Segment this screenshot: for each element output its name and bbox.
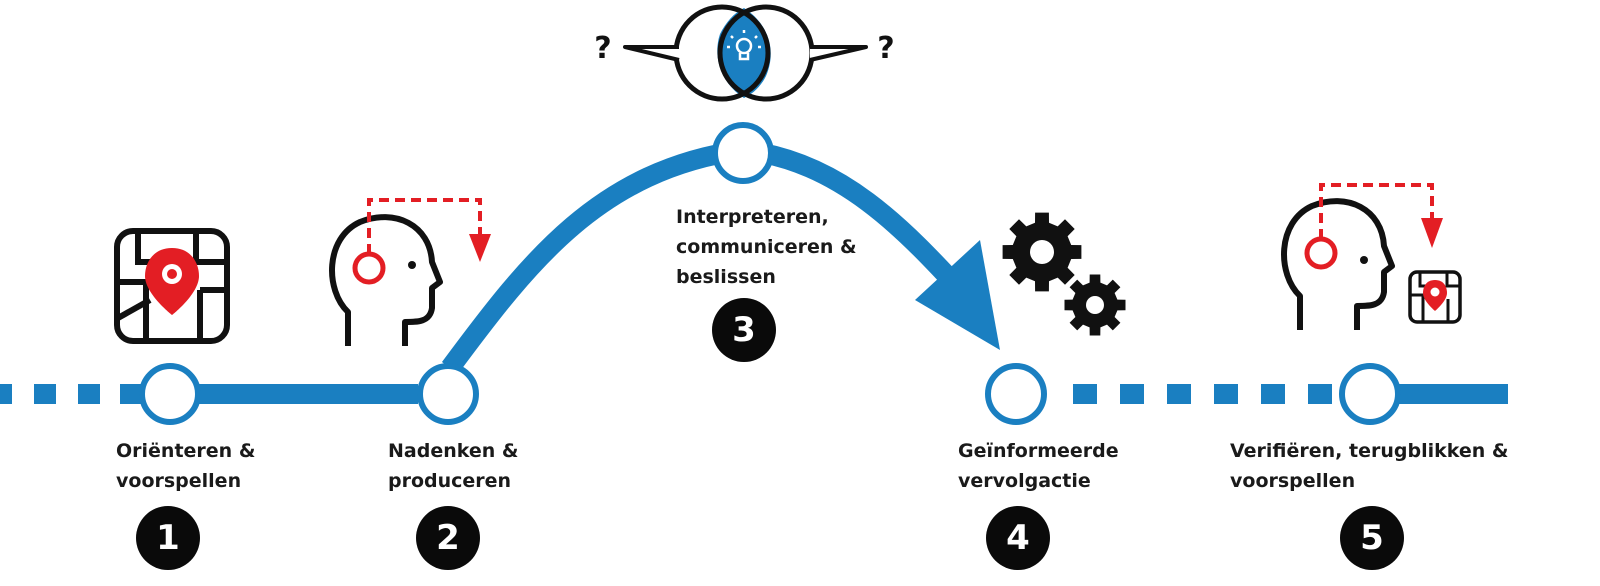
step-4-label: Geïnformeerde vervolgactie (958, 436, 1119, 496)
map-pin-icon (114, 228, 230, 344)
step-3-number-badge: 3 (712, 298, 776, 362)
question-mark-left: ? (594, 31, 611, 66)
head-reflect-map-icon (1281, 183, 1462, 330)
step-3-label: Interpreteren, communiceren & beslissen (676, 202, 857, 292)
step-2-label-line-1: Nadenken & (388, 440, 519, 462)
gears-icon (1002, 212, 1126, 336)
node-step-2 (417, 363, 479, 425)
step-3-label-line-1: Interpreteren, (676, 206, 829, 228)
node-step-4 (985, 363, 1047, 425)
question-mark-right: ? (877, 31, 894, 66)
gear-large-hole (1030, 240, 1054, 264)
node-step-3 (712, 122, 774, 184)
step-2-label-line-2: produceren (388, 470, 512, 492)
node-step-1 (139, 363, 201, 425)
lightbulb-icon (727, 30, 761, 61)
step-4-label-line-2: vervolgactie (958, 470, 1091, 492)
step-1-label-line-1: Oriënteren & (116, 440, 256, 462)
head-thinking-icon (329, 198, 491, 346)
arc-arrowhead (915, 240, 1000, 350)
gear-small-hole (1086, 296, 1104, 314)
step-4-label-line-1: Geïnformeerde (958, 440, 1119, 462)
step-1-label-line-2: voorspellen (116, 470, 242, 492)
step-3-label-line-3: beslissen (676, 266, 776, 288)
step-4-number-badge: 4 (986, 506, 1050, 570)
step-5-label: Verifiëren, terugblikken & voorspellen (1230, 436, 1508, 496)
step-2-label: Nadenken & produceren (388, 436, 518, 496)
step-1-label: Oriënteren & voorspellen (116, 436, 255, 496)
overlapping-views-lightbulb-icon: ? ? (594, 4, 895, 102)
step-1-number-badge: 1 (136, 506, 200, 570)
timeline-nodes (139, 122, 1401, 425)
node-step-5 (1339, 363, 1401, 425)
timeline-dashes-left (0, 384, 100, 404)
step-2-number-badge: 2 (416, 506, 480, 570)
timeline-dashes-right (1073, 384, 1332, 404)
small-map-pin-icon (1408, 270, 1462, 324)
step-3-label-line-2: communiceren & (676, 236, 857, 258)
step-5-label-line-1: Verifiëren, terugblikken & (1230, 440, 1509, 462)
step-5-number-badge: 5 (1340, 506, 1404, 570)
step-5-label-line-2: voorspellen (1230, 470, 1356, 492)
